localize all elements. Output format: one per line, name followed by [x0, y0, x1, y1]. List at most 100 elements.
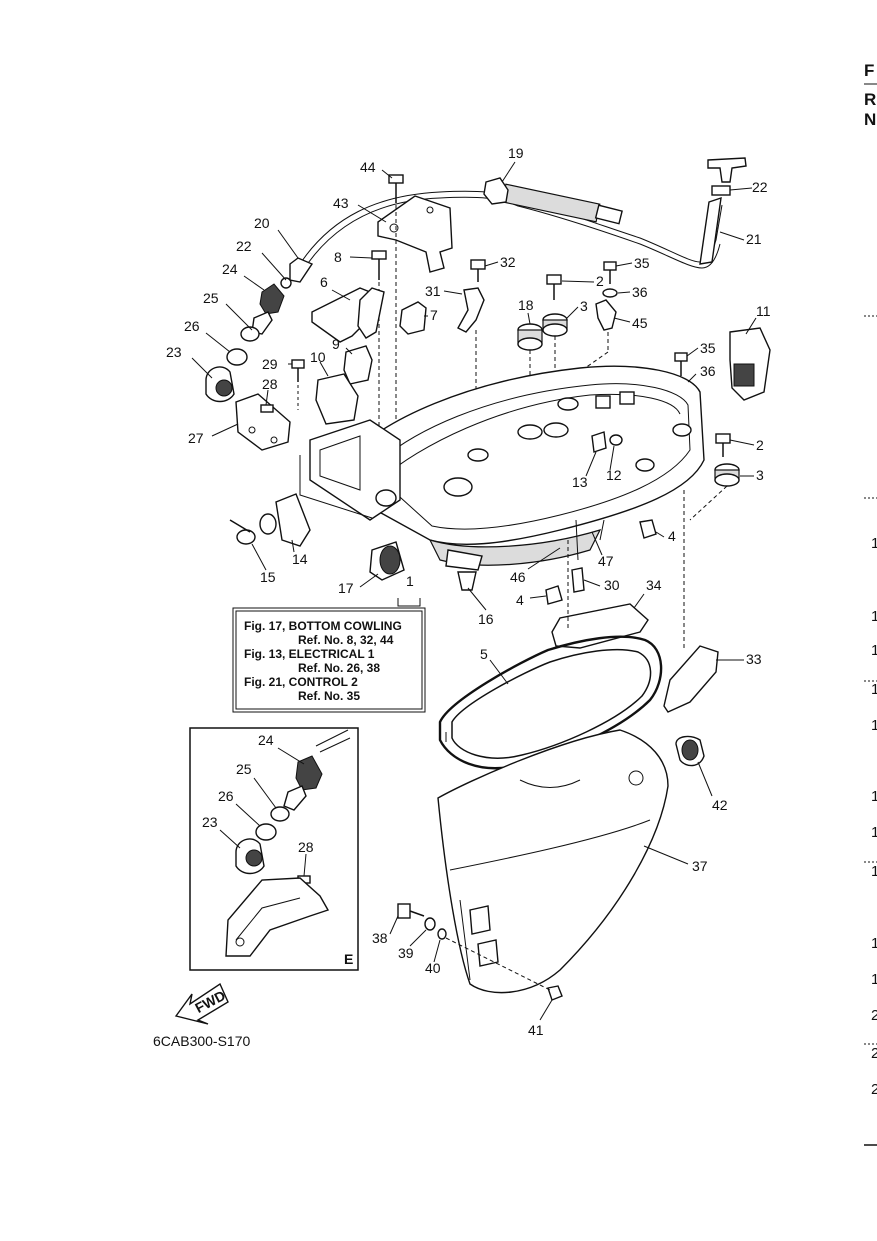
callout-17: 17 — [338, 580, 354, 596]
callout-9: 9 — [332, 336, 340, 352]
ref-line: Fig. 13, ELECTRICAL 1 — [244, 647, 375, 661]
callout-28-inset: 28 — [298, 839, 314, 855]
callout-20: 20 — [254, 215, 270, 231]
callout-36-right: 36 — [700, 363, 716, 379]
callout-24: 24 — [222, 261, 238, 277]
plate-34 — [551, 603, 649, 649]
callout-4: 4 — [668, 528, 676, 544]
callout-24-inset: 24 — [258, 732, 274, 748]
nut-41 — [547, 985, 563, 1001]
callout-28: 28 — [262, 376, 278, 392]
callout-15: 15 — [260, 569, 276, 585]
callout-3-right: 3 — [756, 467, 764, 483]
bolt-38 — [397, 903, 411, 919]
leader-lines — [191, 161, 757, 1021]
callout-10: 10 — [310, 349, 326, 365]
callout-12: 12 — [606, 467, 622, 483]
callout-33: 33 — [746, 651, 762, 667]
clip-30 — [571, 567, 585, 593]
callout-11: 11 — [756, 303, 771, 319]
callout-21: 21 — [746, 231, 762, 247]
bracket-inset — [225, 877, 330, 957]
callout-46: 46 — [510, 569, 526, 585]
callout-19: 19 — [508, 145, 524, 161]
callout-26-inset: 26 — [218, 788, 234, 804]
edge-number: 1 — [871, 642, 877, 659]
callout-34: 34 — [646, 577, 662, 593]
edge-number: 2 — [871, 1081, 877, 1098]
drawing-code: 6CAB300-S170 — [153, 1033, 251, 1049]
block-10 — [315, 373, 359, 425]
washer-40 — [437, 928, 447, 940]
bolt-44-head — [388, 174, 404, 184]
fuel-hose-and-cable — [280, 157, 747, 289]
edge-number: 2 — [871, 1007, 877, 1024]
callout-32: 32 — [500, 254, 516, 270]
edge-number: 2 — [871, 1045, 877, 1062]
bracket-9 — [343, 345, 373, 385]
inset-label: E — [344, 951, 353, 967]
inset-frame — [189, 727, 359, 971]
callout-1: 1 — [406, 573, 414, 589]
callout-25: 25 — [203, 290, 219, 306]
callout-42: 42 — [712, 797, 728, 813]
clip-26-inset — [255, 823, 277, 841]
fwd-arrow: FWD — [174, 982, 229, 1025]
edge-number: 1 — [871, 935, 877, 952]
small-brackets — [311, 287, 617, 450]
edge-number: 1 — [871, 863, 877, 880]
callout-23: 23 — [166, 344, 182, 360]
ref-line: Ref. No. 35 — [298, 689, 360, 703]
plug-4b — [545, 585, 563, 605]
edge-number: 1 — [871, 608, 877, 625]
callout-31: 31 — [425, 283, 441, 299]
callout-41: 41 — [528, 1022, 544, 1038]
bottom-cowling-main — [309, 327, 771, 605]
callout-27: 27 — [188, 430, 204, 446]
edge-letter-f: F — [864, 61, 874, 80]
callout-5: 5 — [480, 646, 488, 662]
callout-29: 29 — [262, 356, 278, 372]
plug-4 — [639, 519, 657, 539]
callout-39: 39 — [398, 945, 414, 961]
callout-47: 47 — [598, 553, 614, 569]
callout-35-right: 35 — [700, 340, 716, 356]
callout-6: 6 — [320, 274, 328, 290]
callout-7: 7 — [430, 307, 438, 323]
callout-26: 26 — [184, 318, 200, 334]
screw-28 — [260, 404, 274, 413]
knob-24 — [259, 283, 285, 315]
page-edge-column: F R N 1 1 1 1 1 1 1 1 1 1 2 2 2 — [864, 61, 877, 1146]
washer-25 — [240, 326, 260, 342]
left-knob-set — [205, 283, 291, 451]
screw-12 — [609, 434, 623, 446]
washer-25-inset — [270, 806, 290, 822]
grommets — [517, 313, 740, 521]
callout-14: 14 — [292, 551, 308, 567]
clip-22 — [711, 185, 731, 196]
callout-40: 40 — [425, 960, 441, 976]
edge-number: 1 — [871, 824, 877, 841]
callout-4-lower: 4 — [516, 592, 524, 608]
clip-31 — [457, 287, 485, 333]
bracket-27 — [235, 393, 291, 451]
edge-letter-r: R — [864, 90, 876, 109]
clip-45 — [595, 299, 617, 331]
harness-grommets — [229, 455, 483, 591]
ref-line: Ref. No. 26, 38 — [298, 661, 380, 675]
callout-2-right: 2 — [756, 437, 764, 453]
edge-number: 1 — [871, 971, 877, 988]
edge-number: 1 — [871, 788, 877, 805]
ref-line: Fig. 21, CONTROL 2 — [244, 675, 358, 689]
clip-13 — [591, 431, 607, 453]
callout-22-left: 22 — [236, 238, 252, 254]
callout-45: 45 — [632, 315, 648, 331]
hose-sleeve — [501, 183, 601, 223]
ref-line: Ref. No. 8, 32, 44 — [298, 633, 394, 647]
callout-numbers: 44 19 22 43 20 22 21 8 32 2 35 24 6 31 3… — [166, 145, 771, 1038]
edge-number: 1 — [871, 681, 877, 698]
reference-box: Fig. 17, BOTTOM COWLING Ref. No. 8, 32, … — [232, 598, 426, 713]
guide-plates — [551, 490, 719, 713]
fuel-hose-21 — [699, 196, 722, 265]
